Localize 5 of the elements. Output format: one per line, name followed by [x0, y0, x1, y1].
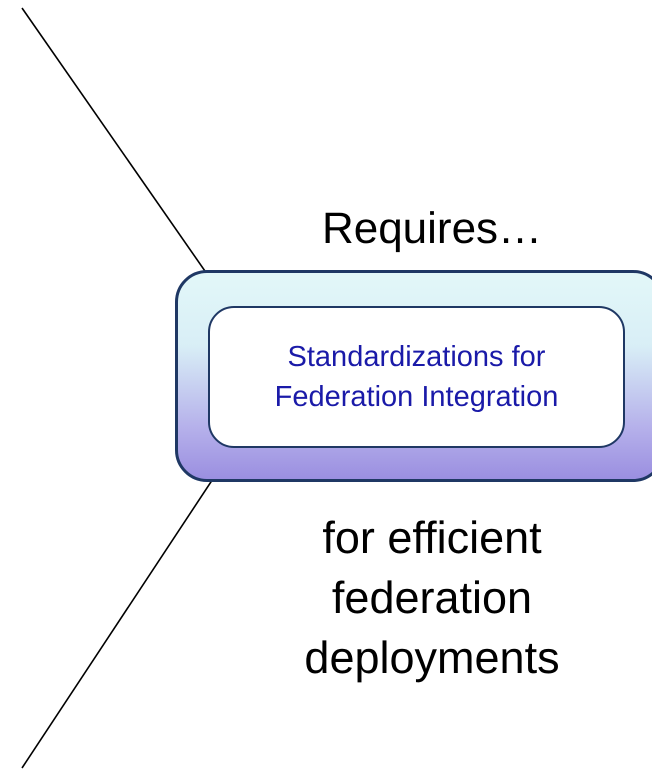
note-text: for efficient federation deployments — [303, 511, 561, 685]
box-text: Standardizations for Federation Integration — [274, 340, 560, 415]
rounded-box — [208, 306, 625, 448]
heading-text: Requires… — [320, 203, 544, 255]
outer-panel — [175, 270, 652, 482]
